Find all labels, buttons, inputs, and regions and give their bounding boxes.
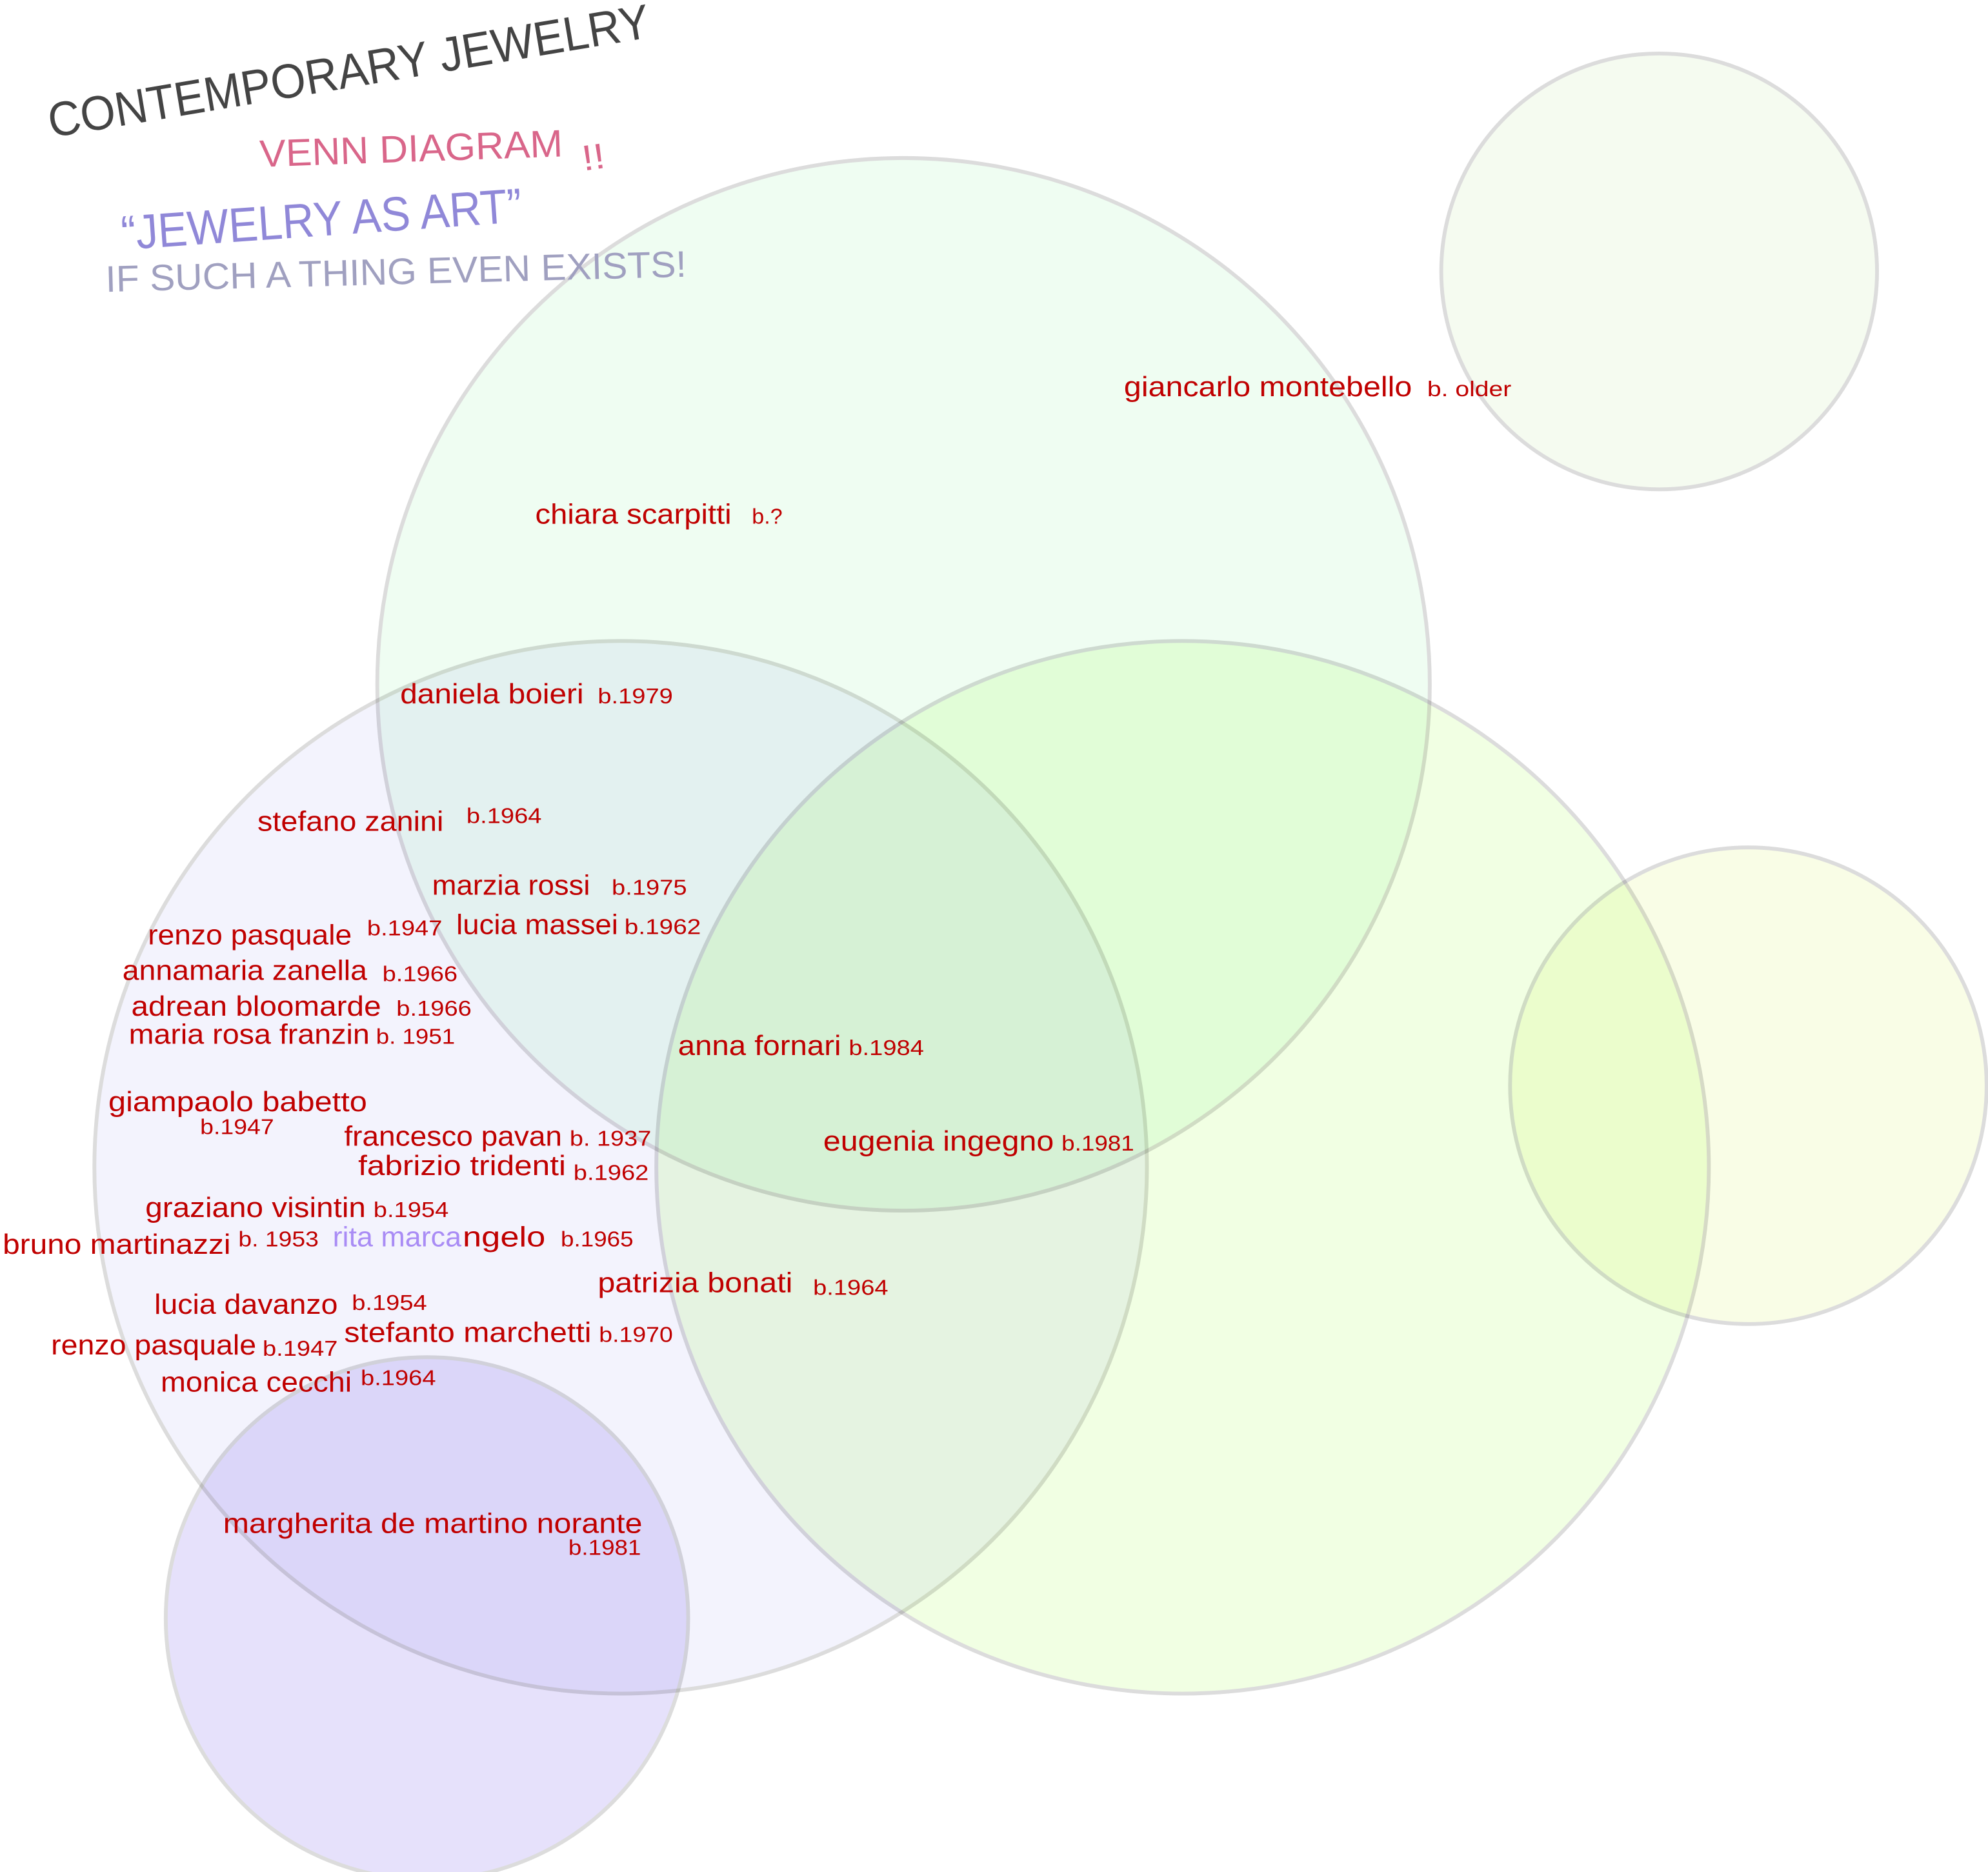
artist-name: daniela boieri: [400, 679, 583, 710]
artist-label: patrizia bonati b.1964: [597, 1267, 888, 1300]
artist-birth-year: b.1964: [467, 805, 542, 829]
artist-label: bruno martinazzi b. 1953: [3, 1227, 319, 1260]
artist-name: annamaria zanella: [123, 956, 368, 987]
artist-label: daniela boieri b.1979: [400, 679, 673, 710]
artist-label: renzo pasquale b.1947: [51, 1330, 337, 1361]
artist-name-highlight: rita marca: [333, 1222, 462, 1253]
artist-name: giampaolo babetto: [108, 1087, 367, 1118]
subtitle-venn-diagram: VENN DIAGRAM: [259, 121, 563, 175]
artist-birth-year: b.1966: [396, 997, 472, 1021]
artist-name: monica cecchi: [161, 1367, 352, 1398]
artist-birth-year: b.1964: [361, 1367, 436, 1391]
quote-jewelry-as-art: “JEWELRY AS ART”: [119, 178, 523, 260]
artist-name: lucia davanzo: [154, 1289, 337, 1320]
artist-label: francesco pavan b. 1937: [344, 1121, 651, 1152]
artist-label: stefano zanini b.1964: [257, 805, 541, 838]
circle-small-right: [1508, 845, 1988, 1326]
artist-label: annamaria zanella b.1966: [123, 956, 457, 987]
artist-name: graziano visintin: [145, 1193, 366, 1223]
artist-label: monica cecchi b.1964: [161, 1367, 436, 1398]
artist-label: adrean bloomarde b.1966: [132, 991, 472, 1022]
artist-birth-year: b.1954: [352, 1291, 427, 1315]
artist-name: adrean bloomarde: [132, 991, 381, 1022]
artist-name: maria rosa franzin: [129, 1019, 370, 1050]
artist-label: marzia rossi b.1975: [432, 870, 687, 901]
artist-birth-year: b.1962: [574, 1162, 649, 1185]
artist-name: stefanto marchetti: [344, 1317, 591, 1348]
artist-name: francesco pavan: [344, 1121, 562, 1152]
artist-birth-year: b. 1937: [570, 1127, 651, 1151]
exclamation-marks: !!: [579, 136, 608, 178]
artist-birth-year: b.1975: [612, 876, 687, 900]
artist-birth-year: b.1981: [568, 1536, 641, 1560]
artist-birth-year: b.1984: [848, 1036, 924, 1060]
artist-name: renzo pasquale: [148, 920, 352, 951]
artist-birth-year: b.1979: [597, 685, 673, 709]
artist-birth-year: b. 1951: [376, 1025, 455, 1049]
artist-label: anna fornari b.1984: [678, 1031, 924, 1062]
artist-name: stefano zanini: [257, 807, 443, 838]
artist-label: fabrizio tridenti b.1962: [358, 1151, 648, 1185]
artist-birth-year: b.1954: [374, 1198, 449, 1222]
artist-birth-year: b.1965: [561, 1227, 634, 1251]
artist-birth-year: b.?: [752, 505, 782, 529]
artist-birth-year: b.1964: [813, 1276, 889, 1300]
artist-birth-year: b. 1953: [238, 1227, 318, 1251]
artist-label: giancarlo montebello b. older: [1124, 372, 1511, 403]
artist-name: margherita de martino norante: [223, 1509, 643, 1540]
artist-birth-year: b.1966: [383, 963, 458, 987]
artist-name: fabrizio tridenti: [358, 1151, 566, 1182]
artist-name: renzo pasquale: [51, 1330, 256, 1361]
artist-label: stefanto marchetti b.1970: [344, 1317, 673, 1348]
circle-bottom: [164, 1355, 690, 1872]
artist-label-rita-marcangelo: rita marca ngelo b.1965: [333, 1222, 634, 1253]
artist-name: chiara scarpitti: [536, 499, 732, 530]
artist-birth-year: b. older: [1427, 377, 1511, 401]
artist-birth-year: b.1981: [1061, 1132, 1134, 1156]
artist-name: patrizia bonati: [597, 1267, 792, 1298]
artist-name: eugenia ingegno: [823, 1126, 1054, 1157]
artist-label: eugenia ingegno b.1981: [823, 1126, 1134, 1157]
artist-label: lucia massei b.1962: [456, 910, 701, 941]
artist-name: giancarlo montebello: [1124, 372, 1412, 403]
circle-top-right: [1439, 51, 1880, 492]
venn-circles: [92, 51, 1988, 1872]
artist-labels: giancarlo montebello b. older chiara scarp…: [3, 372, 1511, 1560]
artist-name: lucia massei: [456, 910, 618, 941]
artist-birth-year: b.1962: [625, 916, 701, 940]
artist-birth-year: b.1970: [599, 1323, 673, 1347]
artist-birth-year: b.1947: [263, 1337, 338, 1361]
artist-label: renzo pasquale b.1947: [148, 917, 442, 951]
artist-birth-year: b.1947: [367, 917, 443, 941]
artist-name: bruno martinazzi: [3, 1229, 230, 1260]
artist-label: chiara scarpitti b.?: [536, 499, 783, 530]
artist-name: anna fornari: [678, 1031, 841, 1062]
artist-label: graziano visintin b.1954: [145, 1193, 448, 1223]
artist-label: lucia davanzo b.1954: [154, 1289, 427, 1320]
artist-name-rest: ngelo: [463, 1222, 545, 1253]
artist-name: marzia rossi: [432, 870, 590, 901]
artist-birth-year: b.1947: [200, 1116, 274, 1140]
